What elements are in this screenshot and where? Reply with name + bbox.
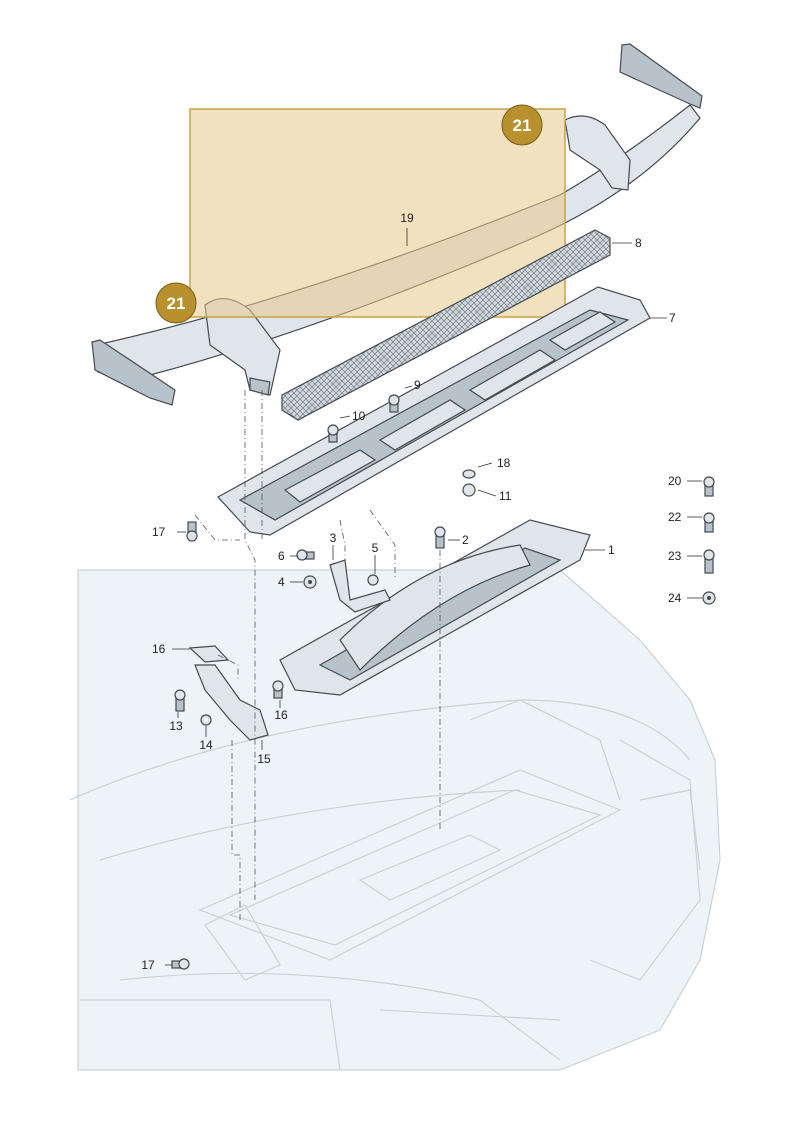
callout-19: 17 [152,525,166,539]
nut-icon-11 [462,483,476,497]
highlight-badge-top: 21 [501,104,543,146]
bolt-icon-16a [272,680,284,699]
callout-3: 3 [330,531,337,545]
nut-icon-25 [702,591,716,605]
bolt-icon-23 [703,512,715,533]
mounting-bracket [279,519,591,696]
nut-icon-5 [367,574,379,586]
callout-9: 9 [414,378,421,392]
bolt-icon-13 [174,689,186,712]
callout-18: 18 [497,456,511,470]
callout-13: 13 [169,719,183,733]
mesh-grille [281,229,611,421]
highlight-badge-bottom: 21 [155,282,197,324]
callout-1: 1 [608,543,615,557]
washer-icon-18 [462,469,476,479]
badge-label-top: 21 [513,116,532,135]
callout-17: 16 [152,642,166,656]
badge-label-bottom: 21 [167,294,186,313]
bolt-icon-16b [171,958,190,970]
bolt-icon-2 [434,526,446,549]
callout-15: 15 [257,752,271,766]
callout-23: 22 [668,510,682,524]
callout-7: 7 [669,311,676,325]
callout-16-lower: 17 [141,958,155,972]
callout-25: 24 [668,591,682,605]
washer-icon-14 [200,714,212,726]
cover-panel [217,286,651,536]
callout-10: 10 [352,409,366,423]
nut-icon-4 [303,575,317,589]
lower-mount-plate [204,904,281,981]
callout-16-upper: 16 [274,708,288,722]
callout-8: 8 [635,236,642,250]
callout-5: 5 [372,541,379,555]
callout-20: 19 [400,211,414,225]
bolt-icon-6 [296,549,315,561]
assembly-lines [194,390,441,920]
callout-24: 23 [668,549,682,563]
bolt-icon-19 [186,521,198,542]
callout-4: 4 [278,575,285,589]
callout-22: 20 [668,474,682,488]
fasteners [171,394,716,970]
callout-labels: 19 8 7 9 10 18 11 2 1 17 6 4 3 5 16 13 1… [141,211,681,972]
callout-leaders [165,228,702,966]
callout-2: 2 [462,533,469,547]
bolt-icon-24 [703,549,715,574]
hinge-assembly [188,645,269,741]
bolt-icon-9 [388,394,400,413]
bolt-icon-10 [327,424,339,443]
callout-6: 6 [278,549,285,563]
car-rear-body [69,569,721,1071]
callout-14: 14 [199,738,213,752]
callout-11: 11 [499,489,512,503]
small-bracket [329,559,391,613]
bolt-icon-22 [703,476,715,497]
